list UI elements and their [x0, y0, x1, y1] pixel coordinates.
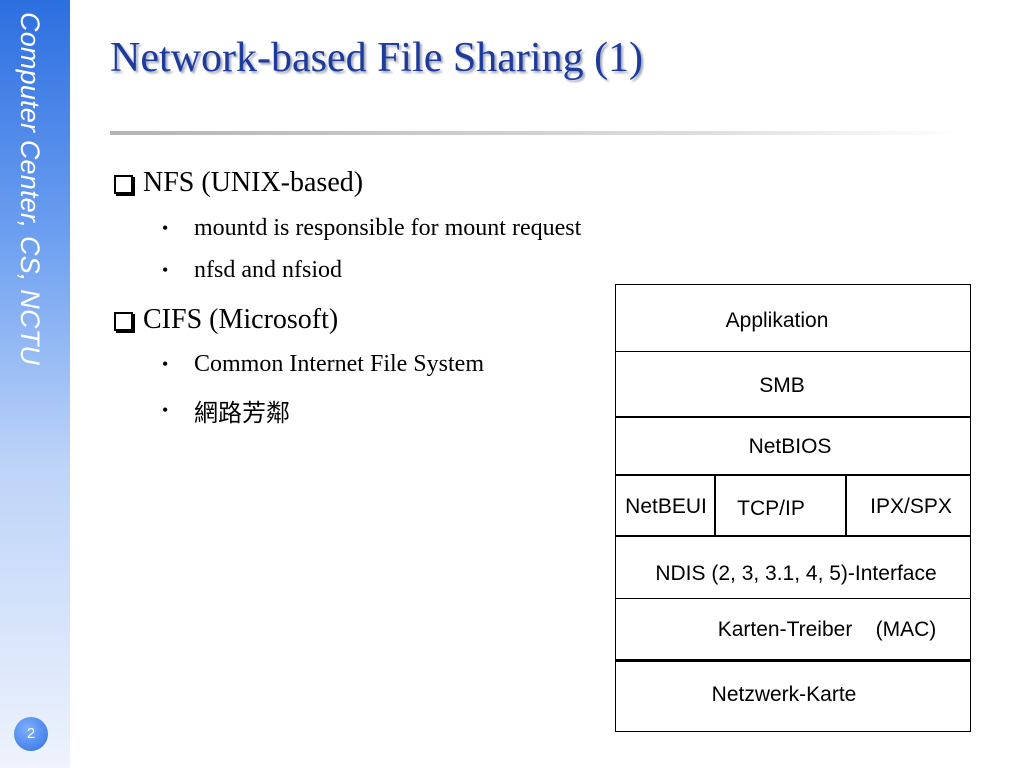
layer-divider: [616, 598, 970, 599]
checkbox-bullet-icon: [114, 174, 133, 194]
dot-bullet-icon: •: [162, 260, 169, 280]
layer-tcpip: TCP/IP: [737, 497, 805, 520]
sidebar-label: Computer Center, CS, NCTU: [15, 12, 45, 366]
column-divider: [845, 475, 847, 536]
bullet-text: CIFS (Microsoft): [143, 304, 339, 335]
bullet-text: NFS (UNIX-based): [143, 167, 364, 198]
sub-bullet-text: nfsd and nfsiod: [194, 257, 342, 283]
checkbox-bullet-icon: [114, 311, 133, 331]
sub-bullet-text: mountd is responsible for mount request: [194, 215, 582, 241]
layer-karten-treiber: Karten-Treiber (MAC): [717, 618, 937, 641]
sub-bullet-mountd: • mountd is responsible for mount reques…: [162, 215, 581, 242]
slide-title: Network-based File Sharing (1): [110, 35, 644, 81]
bullet-cifs: CIFS (Microsoft): [114, 304, 338, 336]
layer-netbeui: NetBEUI: [625, 495, 707, 518]
title-divider: [110, 131, 960, 135]
layer-divider: [616, 474, 970, 476]
layer-smb: SMB: [759, 374, 805, 397]
sub-bullet-cifs-name: • Common Internet File System: [162, 351, 484, 378]
layer-netzwerk-karte: Netzwerk-Karte: [711, 683, 857, 706]
sidebar: Computer Center, CS, NCTU 2: [0, 0, 70, 768]
sub-bullet-text: Common Internet File System: [194, 351, 484, 377]
protocol-stack-diagram: Applikation SMB NetBIOS NetBEUI TCP/IP I…: [615, 284, 971, 732]
layer-ndis: NDIS (2, 3, 3.1, 4, 5)-Interface: [655, 562, 937, 585]
sub-bullet-text: 網路芳鄰: [194, 401, 290, 427]
layer-divider: [616, 351, 970, 352]
sub-bullet-network-neighborhood: • 網路芳鄰: [162, 393, 290, 428]
sub-bullet-nfsd: • nfsd and nfsiod: [162, 257, 342, 284]
layer-divider: [616, 659, 970, 662]
layer-divider: [616, 416, 970, 418]
layer-ipxspx: IPX/SPX: [870, 495, 952, 518]
dot-bullet-icon: •: [162, 400, 169, 420]
bullet-nfs: NFS (UNIX-based): [114, 167, 363, 199]
layer-applikation: Applikation: [725, 309, 829, 332]
layer-divider: [616, 535, 970, 537]
dot-bullet-icon: •: [162, 354, 169, 374]
dot-bullet-icon: •: [162, 218, 169, 238]
page-number-badge: 2: [14, 717, 48, 751]
column-divider: [714, 475, 716, 536]
layer-netbios: NetBIOS: [748, 435, 832, 458]
